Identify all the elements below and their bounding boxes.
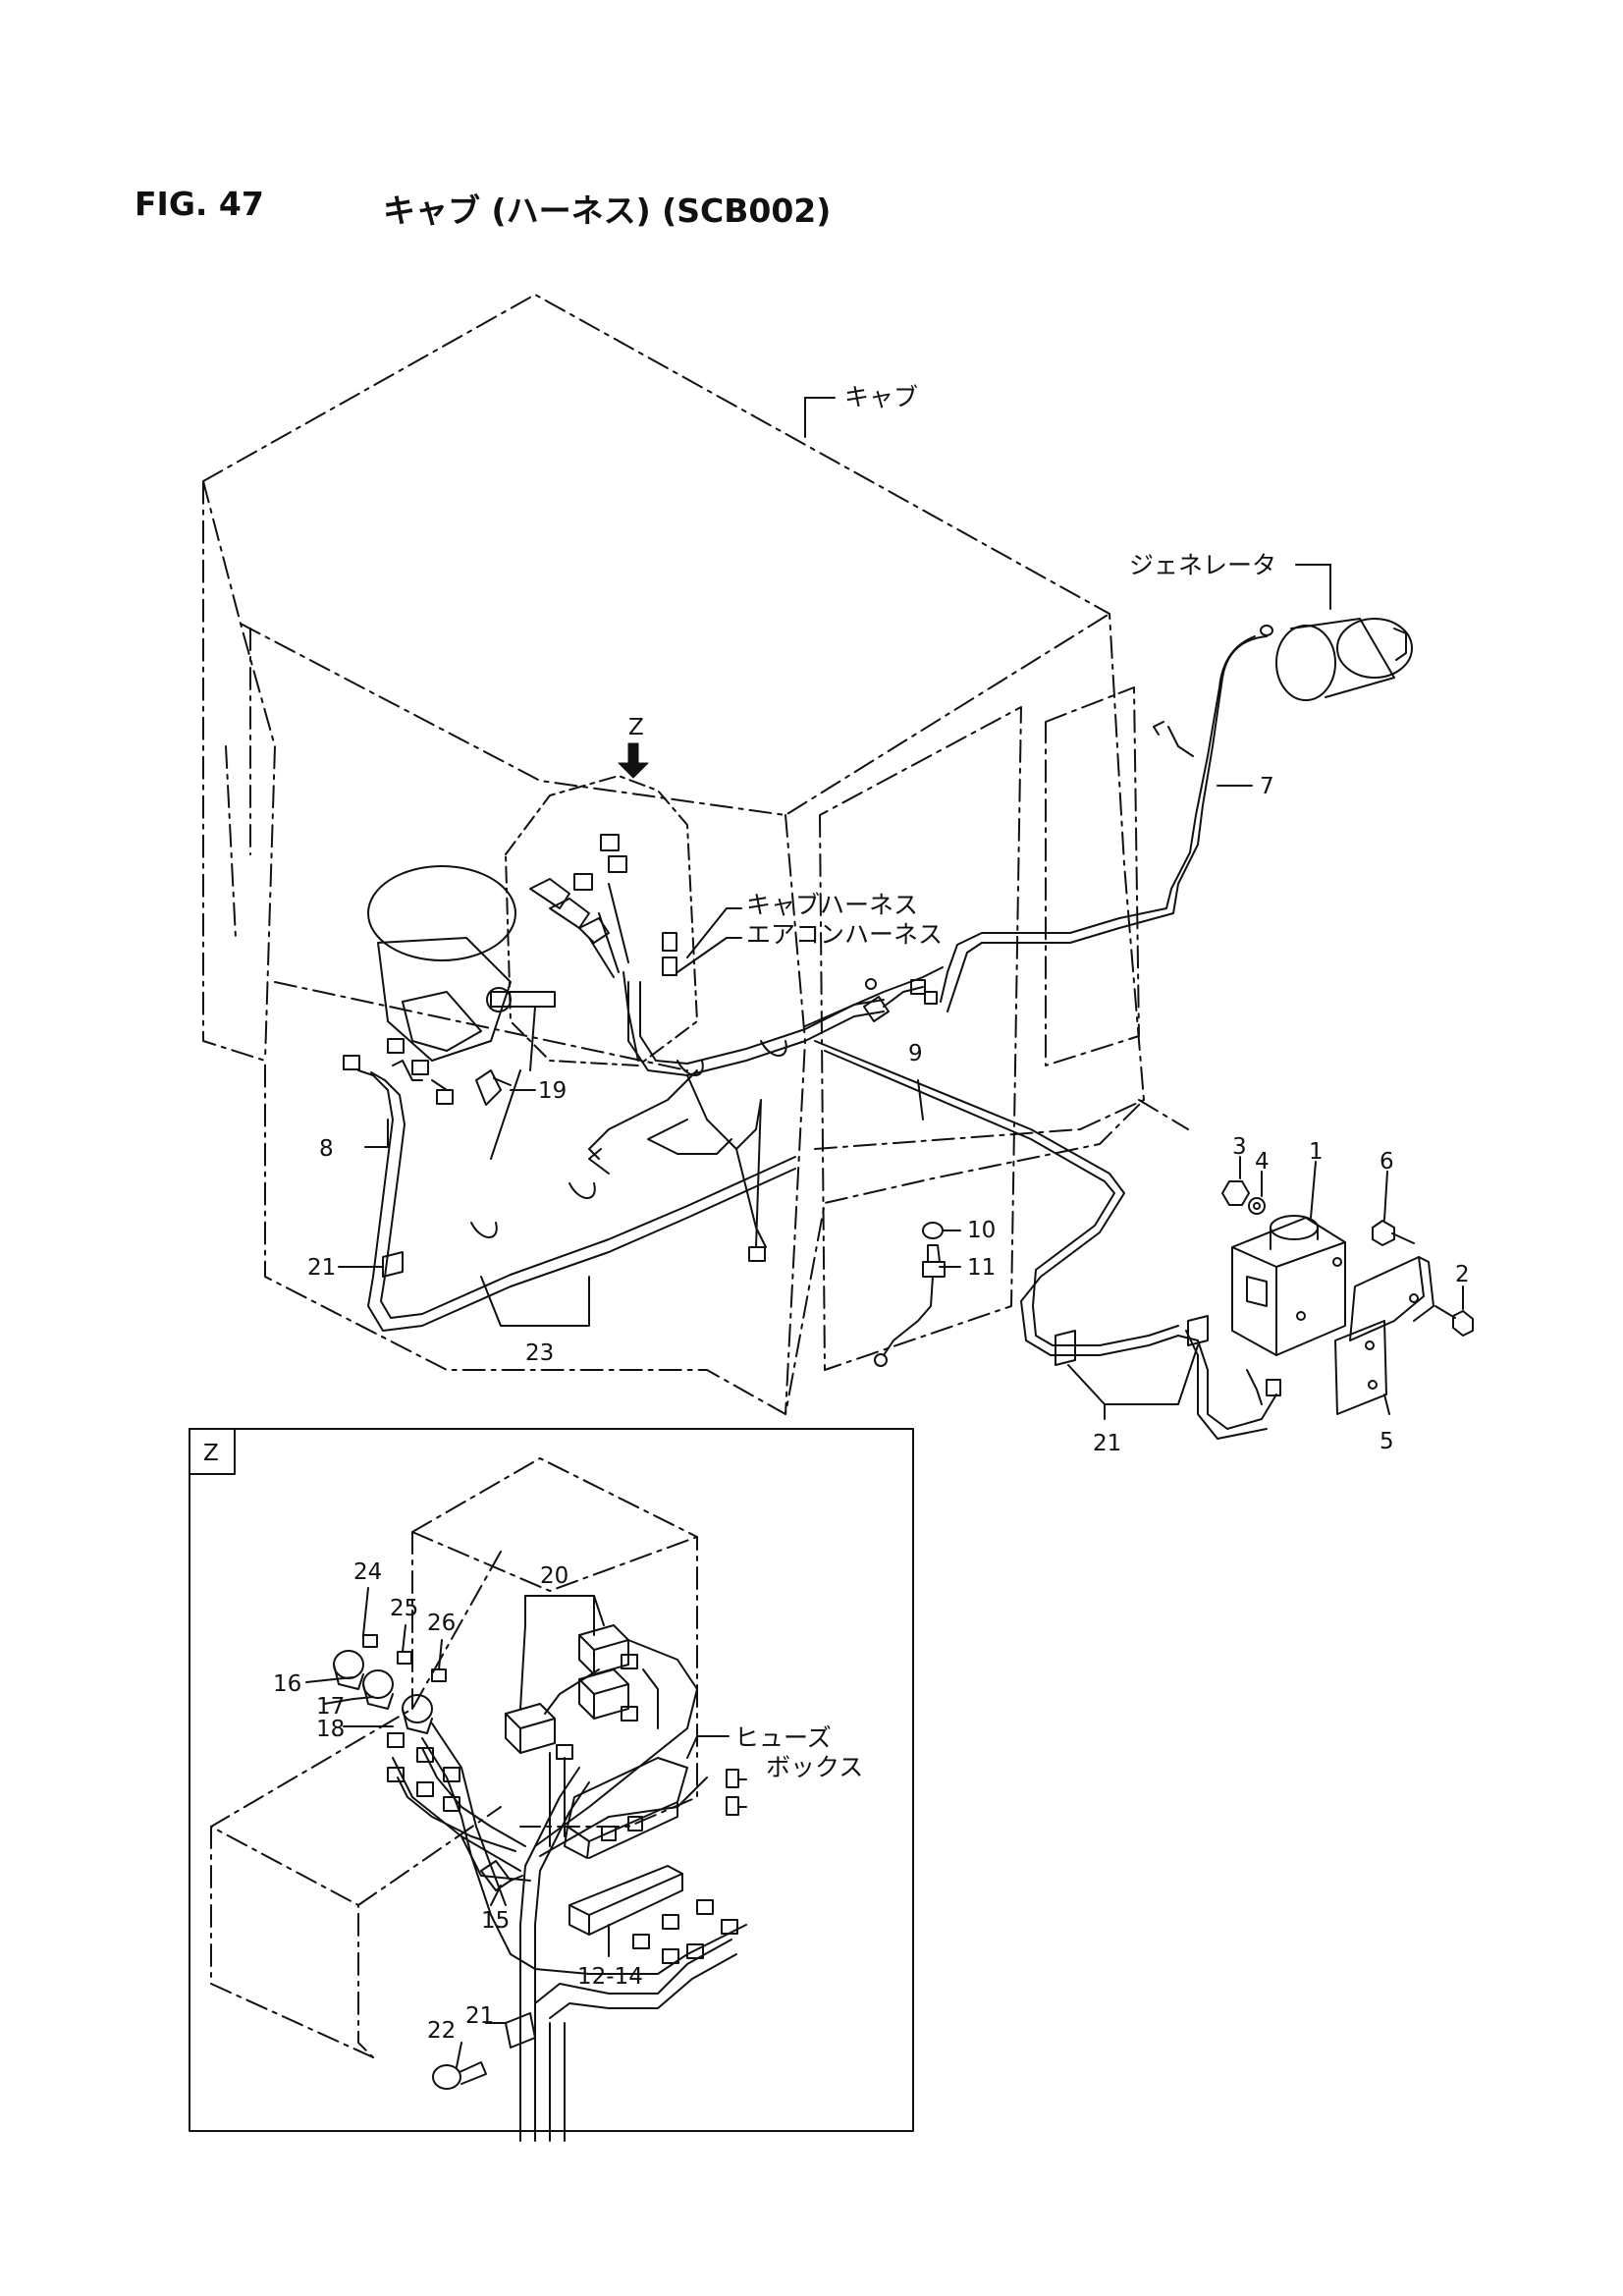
connectors-9 (863, 978, 938, 1022)
inset-z-frame (189, 1428, 914, 2132)
part-19: 19 (538, 1078, 567, 1104)
inset-part-16: 16 (273, 1671, 301, 1697)
cab-outline (202, 294, 1189, 1415)
inset-part-22: 22 (427, 2018, 456, 2044)
part-7: 7 (1260, 774, 1274, 799)
aircon-harness-label: エアコンハーネス (746, 920, 943, 949)
part-6: 6 (1380, 1149, 1394, 1175)
center-harness (588, 981, 885, 1262)
inset-leader-lines (305, 1587, 730, 2068)
tank-assembly (1231, 1215, 1434, 1415)
cab-label: キャブ (844, 383, 918, 411)
leader-lines (338, 397, 1464, 1420)
harness-7 (940, 625, 1273, 1012)
part-3: 3 (1232, 1134, 1247, 1160)
inset-components (333, 1624, 747, 2090)
part-9: 9 (908, 1041, 923, 1066)
part-5: 5 (1380, 1429, 1394, 1454)
ground-wire-10-11 (874, 1222, 946, 1367)
z-arrow (618, 742, 649, 779)
inset-part-26: 26 (427, 1611, 456, 1636)
dashboard-console (367, 834, 677, 1160)
cab-harness-label: キャブハーネス (746, 891, 918, 919)
part-23: 23 (525, 1340, 554, 1366)
inset-part-25: 25 (390, 1596, 418, 1621)
part-4: 4 (1255, 1149, 1270, 1175)
inset-wires (392, 1639, 747, 2142)
inset-label: Z (203, 1441, 219, 1466)
z-region-box (505, 775, 698, 1066)
fuse-box-label-2: ボックス (766, 1753, 863, 1781)
fasteners (1221, 1180, 1474, 1337)
part-10: 10 (967, 1218, 996, 1243)
inset-part-18: 18 (316, 1717, 345, 1742)
part-21-left: 21 (307, 1255, 336, 1281)
part-21-right: 21 (1093, 1431, 1121, 1456)
generator-drum (1275, 618, 1413, 701)
left-harness (343, 1038, 796, 1332)
figure-title: キャブ (ハーネス) (SCB002) (383, 191, 832, 230)
part-2: 2 (1455, 1262, 1470, 1287)
fuse-box-label-1: ヒューズ (734, 1723, 832, 1752)
generator-label: ジェネレータ (1129, 551, 1276, 579)
inset-part-21: 21 (465, 2003, 494, 2029)
inset-part-24: 24 (353, 1559, 382, 1585)
z-arrow-label: Z (628, 715, 644, 740)
inset-labels: ヒューズ ボックス 20 24 25 26 16 17 18 15 12-14 … (273, 1559, 863, 2044)
part-8: 8 (319, 1136, 334, 1162)
main-labels: キャブ ジェネレータ キャブハーネス エアコンハーネス Z 7 9 19 8 2… (307, 383, 1470, 1456)
part-1: 1 (1309, 1139, 1324, 1165)
inset-part-20: 20 (540, 1563, 568, 1589)
inset-part-15: 15 (481, 1908, 510, 1934)
inset-part-12-14: 12-14 (577, 1964, 643, 1990)
inset-part-17: 17 (316, 1694, 345, 1720)
figure-number: FIG. 47 (135, 185, 264, 223)
harness-9 (804, 966, 1281, 1440)
part-11: 11 (967, 1255, 996, 1281)
